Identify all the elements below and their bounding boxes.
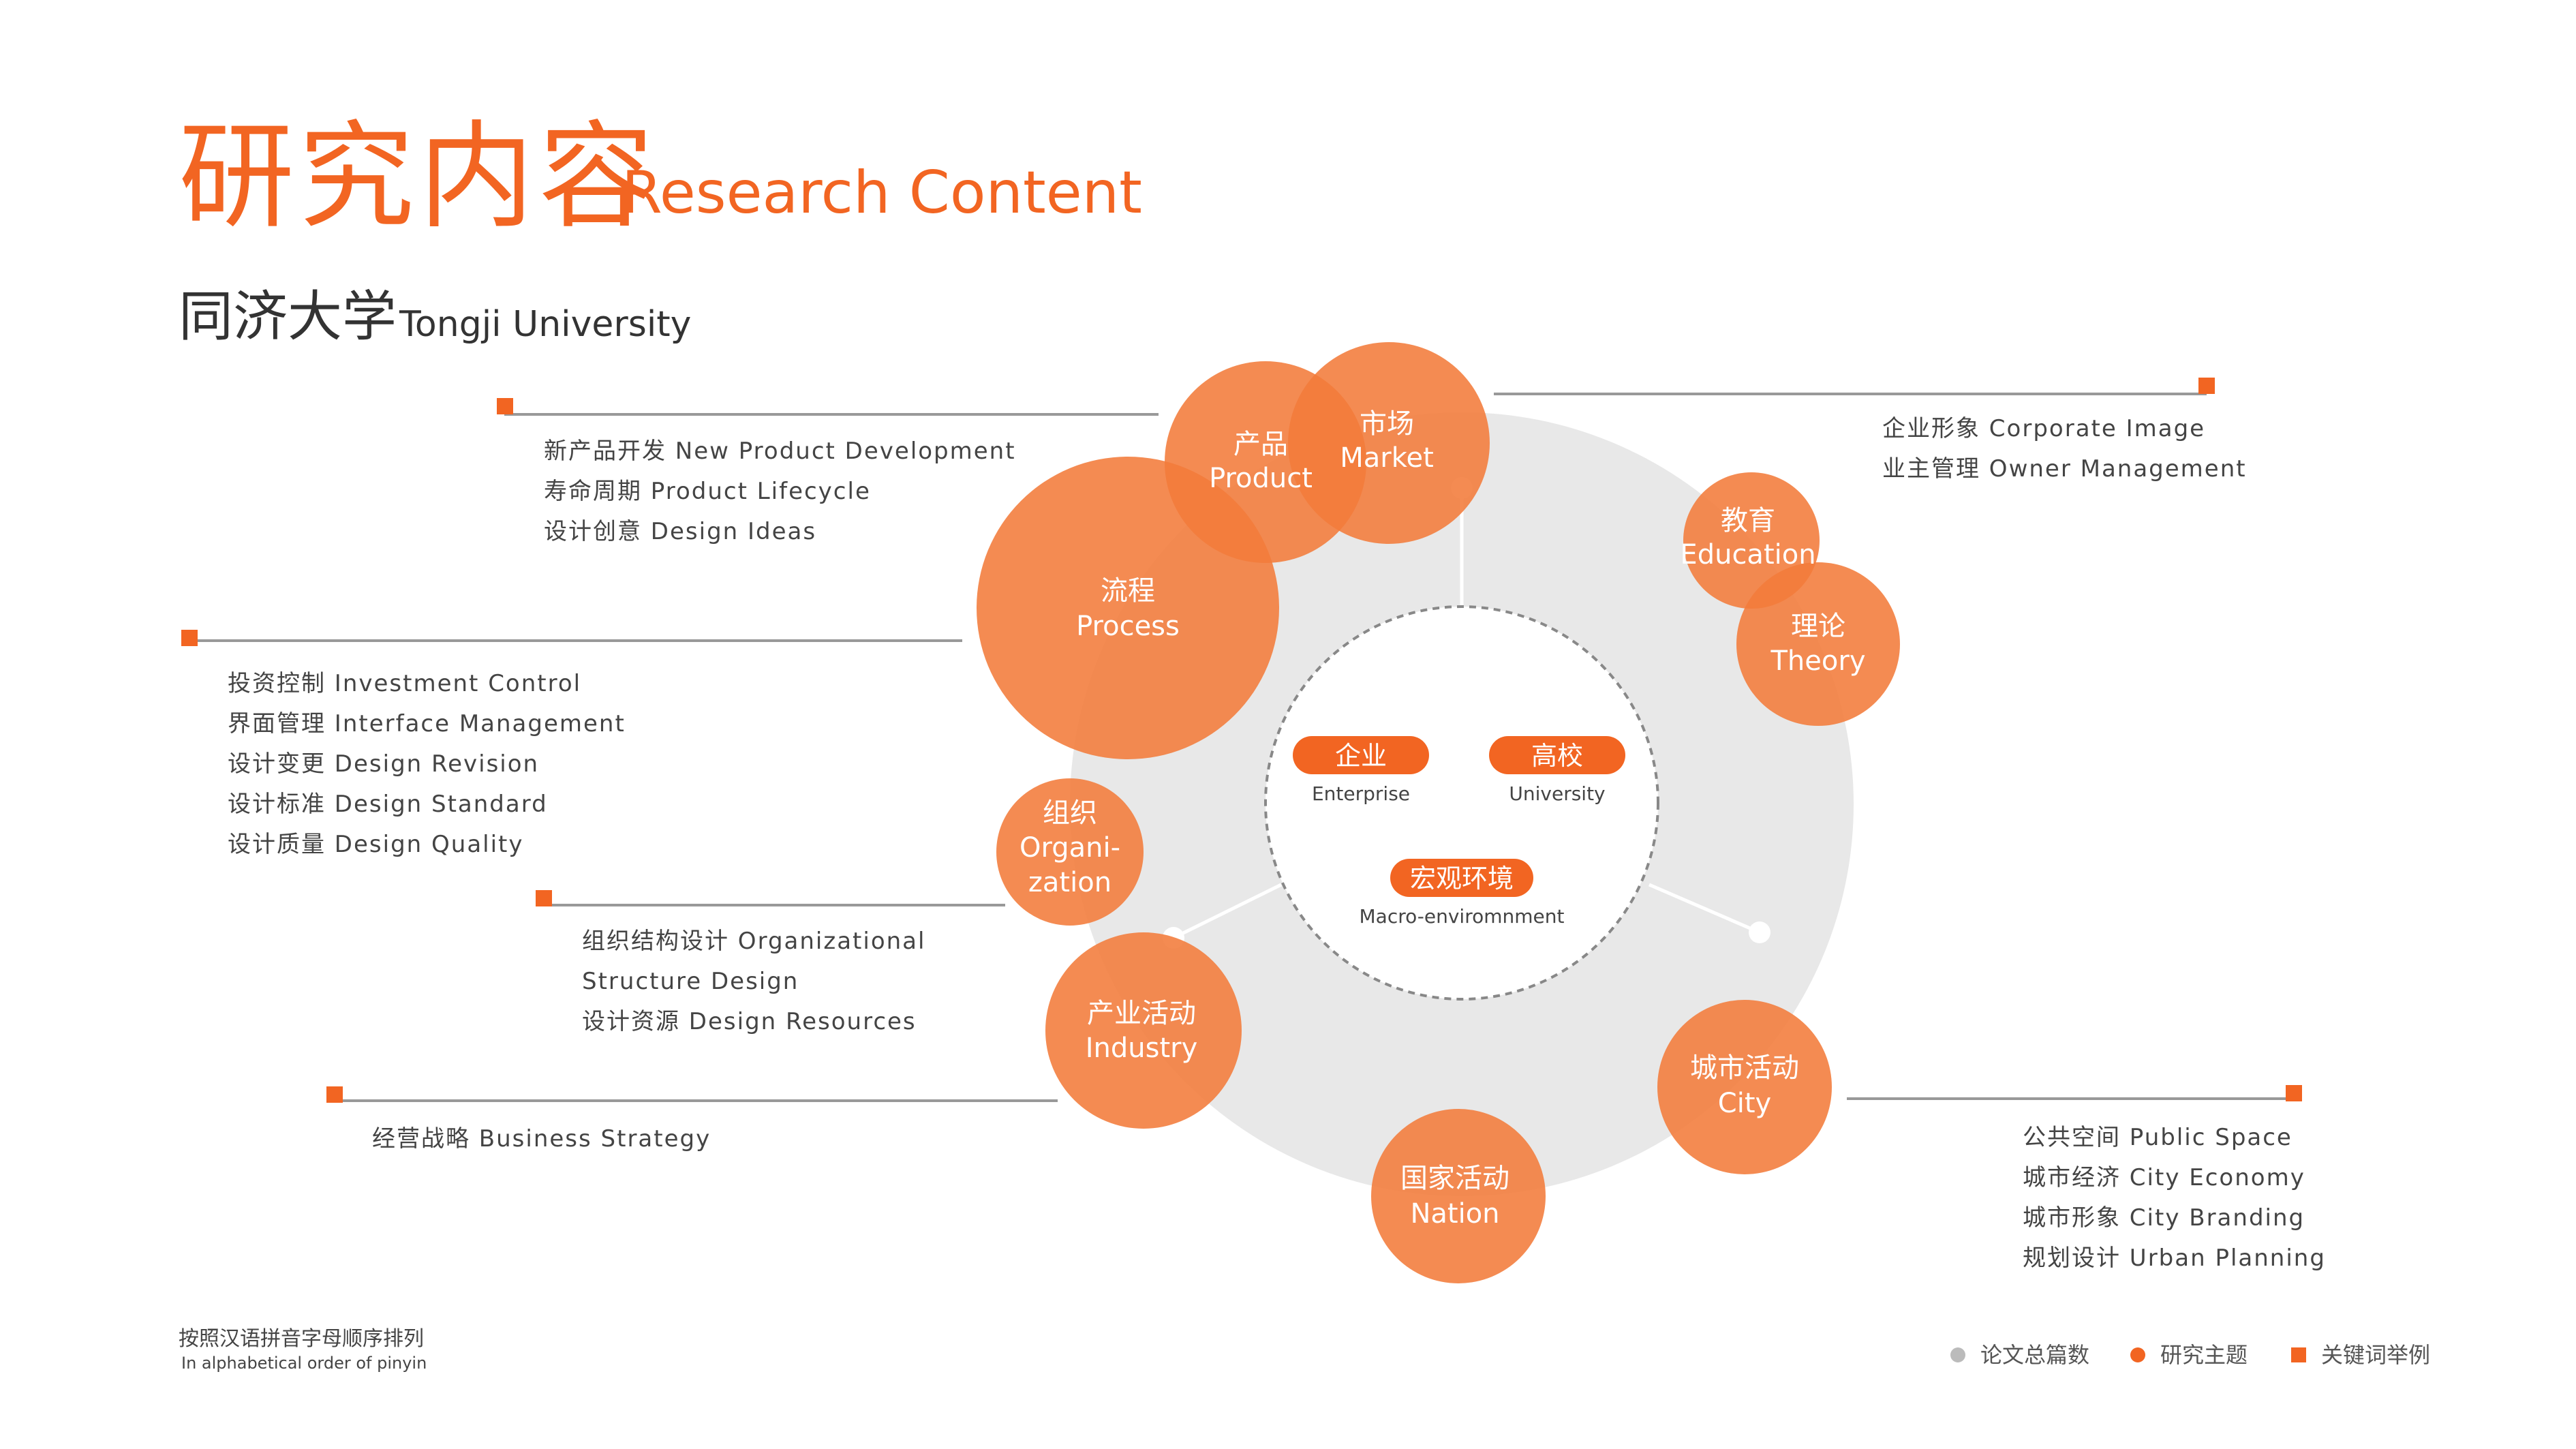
university-pill [1489, 736, 1625, 774]
bubble-city-label-en: City [1718, 1088, 1771, 1119]
keywords-education-theory: 企业形象 Corporate Image 业主管理 Owner Manageme… [1882, 409, 2247, 489]
legend-label: 研究主题 [2160, 1342, 2248, 1368]
enterprise-pill [1293, 736, 1429, 774]
center-circle [1264, 605, 1659, 1001]
keyword-item: 企业形象 Corporate Image [1882, 415, 2206, 442]
marker-square-city [2286, 1085, 2302, 1101]
university-label: 高校 [1531, 741, 1583, 771]
keyword-item: 公共空间 Public Space [2023, 1124, 2293, 1151]
enterprise-label: 企业 [1335, 741, 1387, 771]
keyword-item: 界面管理 Interface Management [228, 710, 626, 737]
enterprise-label-en: Enterprise [1312, 782, 1410, 805]
macro-label: 宏观环境 [1410, 864, 1514, 894]
page-subtitle-en: Tongji University [399, 304, 692, 345]
bubble-process-label: 流程 [1101, 575, 1155, 607]
marker-square-product [497, 398, 513, 414]
bubble-industry-label: 产业活动 [1087, 998, 1196, 1029]
page-title: 研究内容 [179, 110, 659, 245]
keyword-item: 设计变更 Design Revision [228, 750, 540, 778]
legend-item-keywords: 关键词举例 [2291, 1341, 2430, 1369]
grey-dot-icon [1950, 1347, 1965, 1362]
orange-dot-icon [2130, 1347, 2145, 1362]
bubble-theory-label: 理论 [1791, 611, 1845, 642]
bubble-theory-label-en: Theory [1770, 645, 1866, 677]
keyword-item: 新产品开发 New Product Development [544, 438, 1016, 465]
bubble-nation-label-en: Nation [1410, 1198, 1499, 1230]
keyword-item: 城市经济 City Economy [2023, 1164, 2305, 1191]
bubble-nation-label: 国家活动 [1400, 1163, 1509, 1194]
keyword-item: 经营战略 Business Strategy [372, 1125, 711, 1153]
macro-pill [1390, 859, 1533, 897]
marker-square-organization [536, 890, 552, 906]
keywords-product-market: 新产品开发 New Product Development 寿命周期 Produ… [544, 431, 1016, 552]
legend-label: 论文总篇数 [1980, 1342, 2090, 1368]
bubble-market-label-en: Market [1340, 442, 1434, 474]
keywords-organization: 组织结构设计 Organizational Structure Design 设… [582, 921, 925, 1042]
bubble-city [1657, 1000, 1832, 1174]
bubble-city-label: 城市活动 [1690, 1052, 1799, 1084]
bubble-industry [1045, 932, 1242, 1129]
university-label-en: University [1509, 782, 1605, 805]
legend-item-total: 论文总篇数 [1950, 1341, 2089, 1369]
keyword-item: 业主管理 Owner Management [1882, 455, 2247, 483]
orange-square-icon [2291, 1347, 2306, 1362]
bubble-education-label-en: Education [1680, 539, 1815, 570]
bubble-product-label-en: Product [1209, 463, 1313, 494]
keywords-process: 投资控制 Investment Control 界面管理 Interface M… [228, 664, 626, 865]
spoke-node-right [1749, 921, 1770, 943]
legend-item-topic: 研究主题 [2130, 1341, 2248, 1369]
keyword-item: 投资控制 Investment Control [228, 670, 582, 697]
bubble-market-label: 市场 [1360, 408, 1414, 440]
keyword-item: 设计创意 Design Ideas [544, 518, 817, 545]
keyword-item: 设计标准 Design Standard [228, 791, 548, 818]
bubble-product-label: 产品 [1233, 429, 1288, 460]
keyword-item: 设计质量 Design Quality [228, 831, 524, 858]
footnote-en: In alphabetical order of pinyin [181, 1354, 427, 1373]
bubble-process-label-en: Process [1076, 611, 1180, 642]
keyword-item: 设计资源 Design Resources [582, 1008, 917, 1035]
page-subtitle: 同济大学 [179, 285, 397, 348]
keyword-item: 组织结构设计 Organizational [582, 928, 926, 955]
bubble-organization-label-en2: zation [1028, 867, 1111, 898]
bubble-nation [1371, 1109, 1546, 1283]
bubble-market [1288, 342, 1490, 544]
keyword-item: 城市形象 City Branding [2023, 1204, 2305, 1232]
macro-label-en: Macro-enviromnment [1360, 905, 1565, 928]
keywords-city: 公共空间 Public Space 城市经济 City Economy 城市形象… [2023, 1118, 2326, 1279]
bubble-industry-label-en: Industry [1086, 1033, 1198, 1064]
bubble-organization-label: 组织 [1043, 797, 1097, 829]
spoke-left [1172, 883, 1283, 940]
keywords-industry: 经营战略 Business Strategy [372, 1119, 711, 1159]
page-title-en: Research Content [622, 159, 1142, 227]
marker-square-education [2198, 378, 2215, 394]
keyword-item: 规划设计 Urban Planning [2023, 1245, 2326, 1272]
bubble-organization [996, 778, 1144, 926]
footnote-cn: 按照汉语拼音字母顺序排列 [179, 1327, 424, 1351]
spoke-right [1649, 883, 1760, 934]
marker-square-process [181, 630, 198, 646]
keyword-item: 寿命周期 Product Lifecycle [544, 478, 871, 505]
bubble-education-label: 教育 [1721, 505, 1775, 536]
legend-label: 关键词举例 [2321, 1342, 2431, 1368]
bubble-theory [1736, 562, 1900, 726]
marker-square-industry [326, 1086, 343, 1103]
bubble-organization-label-en1: Organi- [1019, 832, 1120, 864]
keyword-item: Structure Design [582, 968, 799, 995]
